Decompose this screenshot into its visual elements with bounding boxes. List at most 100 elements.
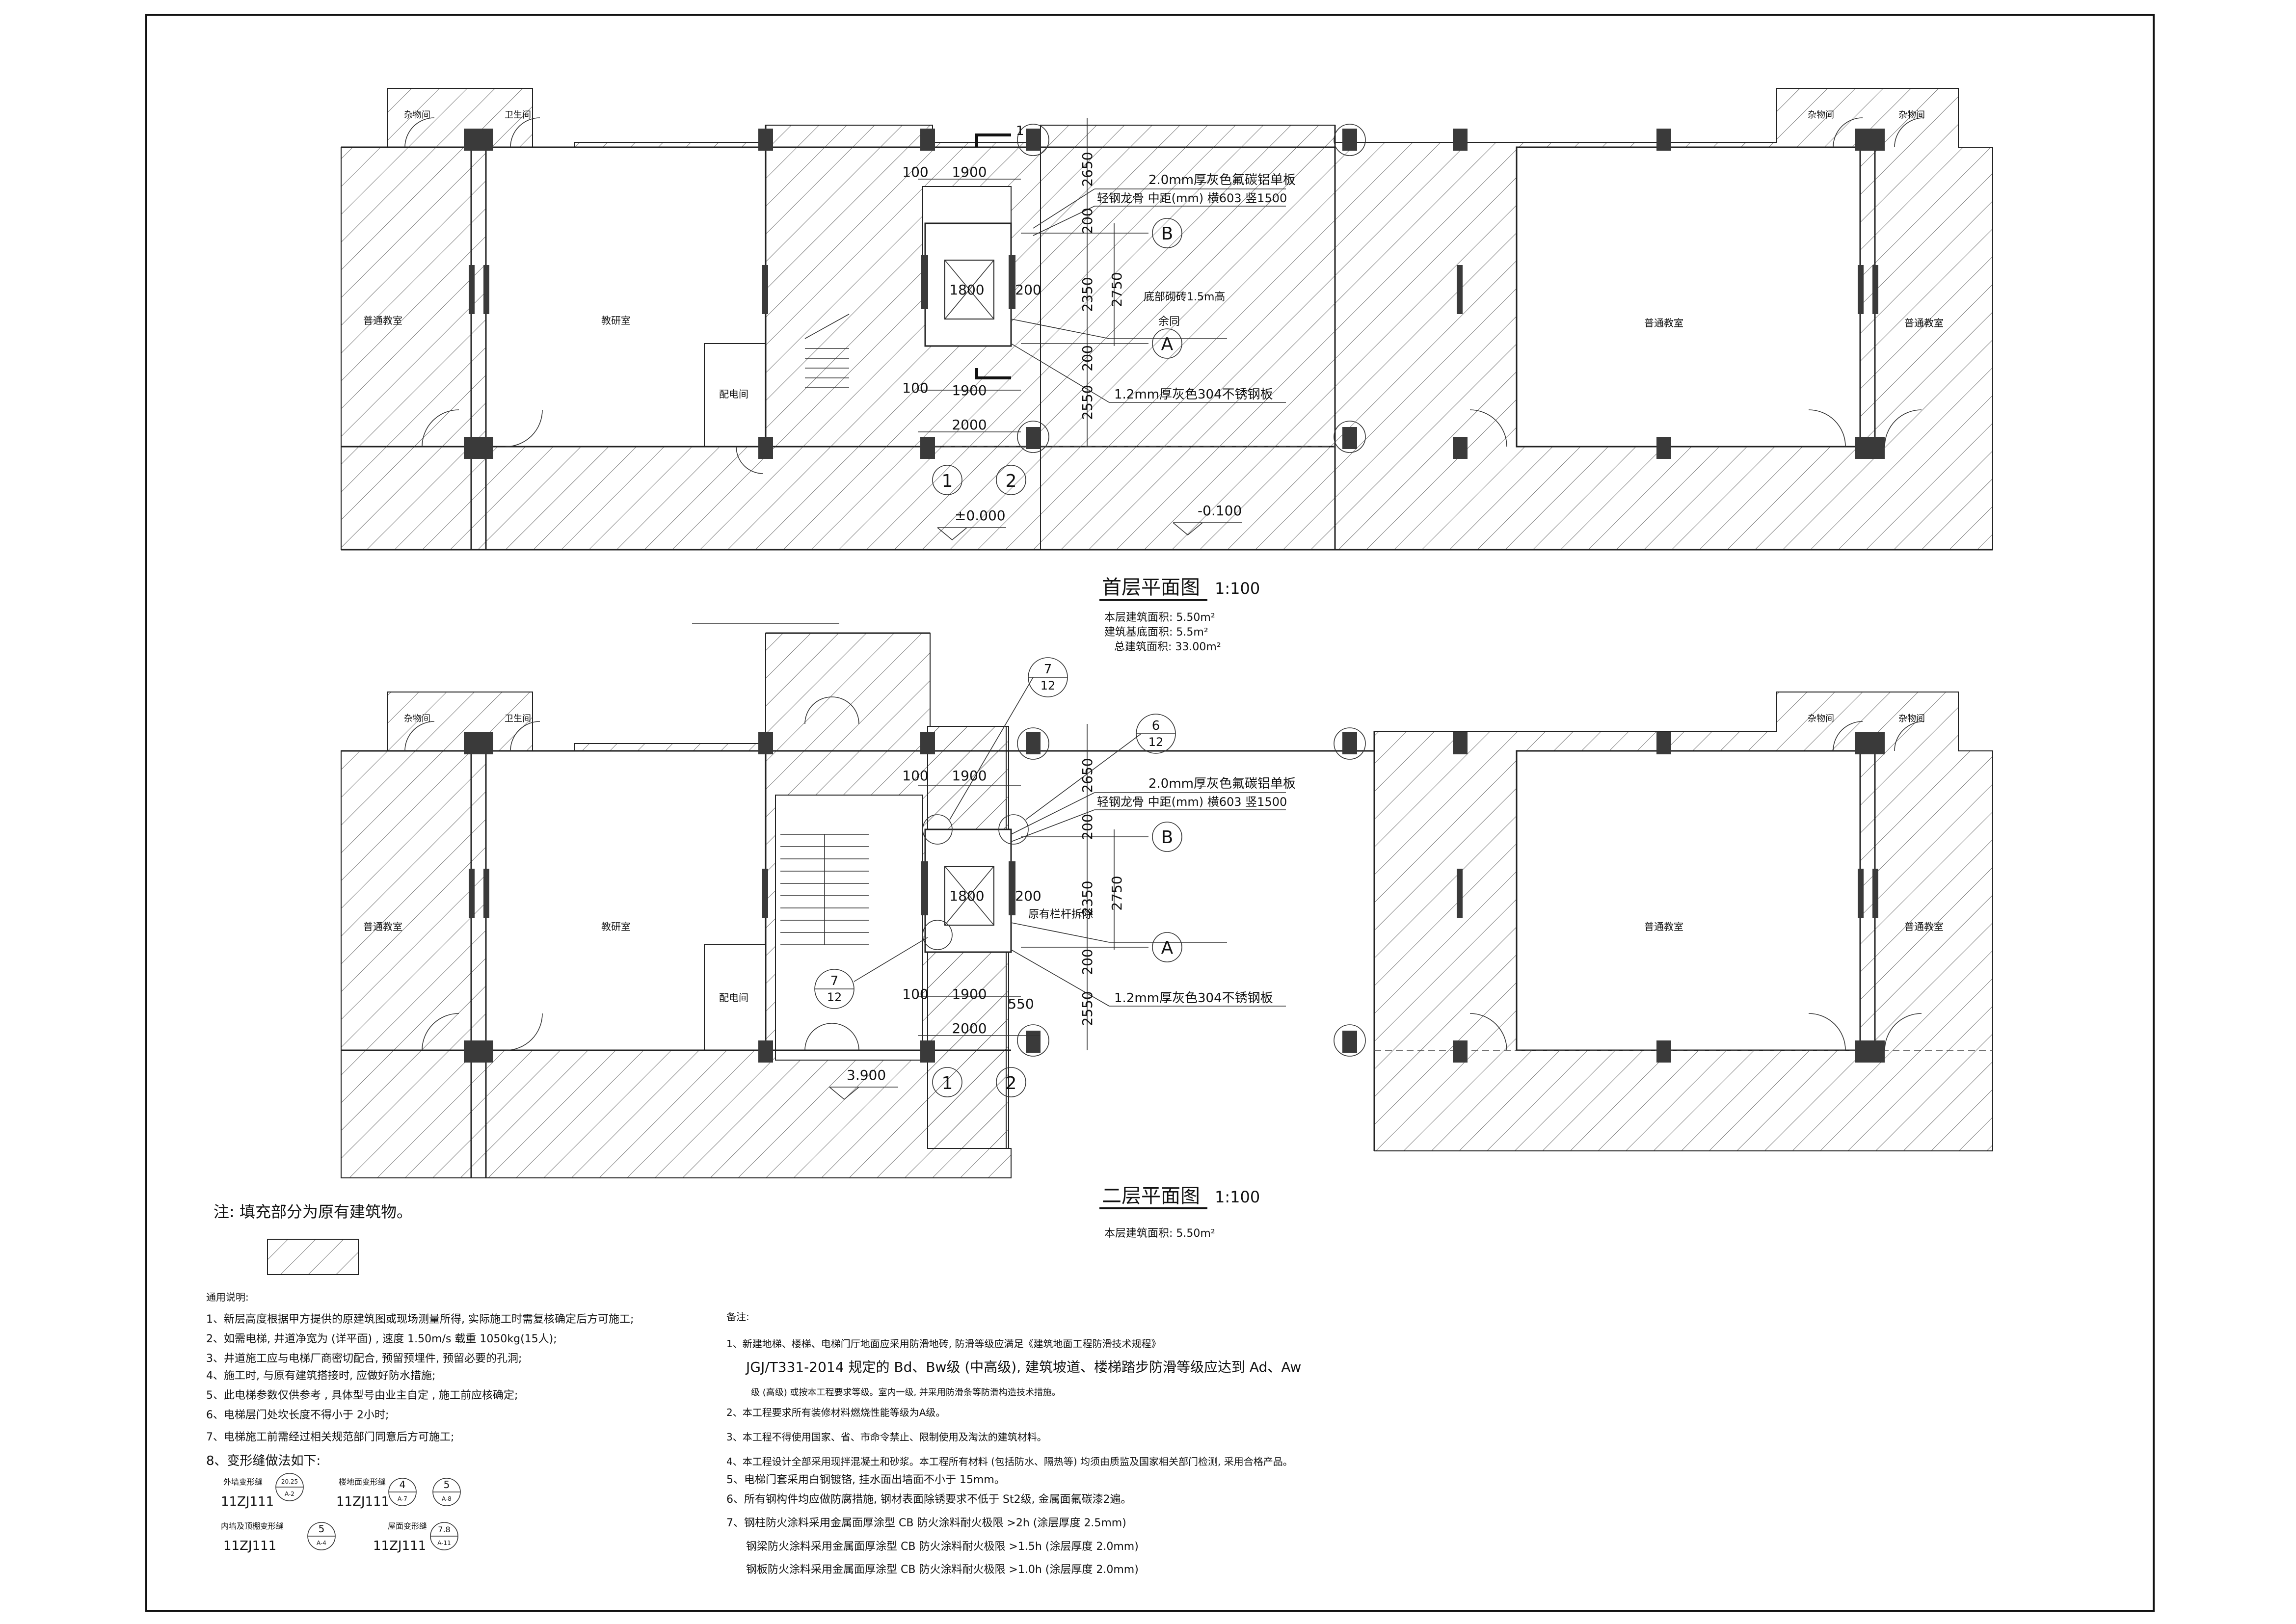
room-label: 普通教室: [1904, 317, 1944, 329]
area-line: 建筑基底面积: 5.5m²: [1104, 626, 1208, 639]
joint-atlas: 11ZJ111: [373, 1539, 426, 1553]
axis-label: 2: [1006, 1073, 1017, 1093]
callout-label: 7: [830, 974, 839, 988]
dim-label: 200: [1015, 282, 1041, 298]
room-label: 普通教室: [363, 921, 402, 932]
dim-label: 2550: [1079, 991, 1095, 1026]
dim-label: 100: [902, 380, 928, 396]
general-item: 4、施工时, 与原有建筑搭接时, 应做好防水措施;: [206, 1370, 435, 1382]
dim-label: 1900: [952, 164, 987, 180]
remark-item: 6、所有钢构件均应做防腐措施, 钢材表面除锈要求不低于 St2级, 金属面氟碳漆…: [726, 1493, 1132, 1506]
room-classroom-right: [1516, 146, 1861, 448]
dim-label: 2650: [1079, 152, 1095, 186]
dim-label: 200: [1079, 345, 1095, 371]
dim-label: 200: [1079, 949, 1095, 975]
remark-item: 5、电梯门套采用白钢镀铬, 挂水面出墙面不小于 15mm。: [726, 1474, 1005, 1486]
columns-plan1: [464, 129, 1885, 459]
dim-label: 1800: [949, 282, 984, 298]
axis-label: B: [1161, 224, 1174, 244]
callout-label: 12: [827, 990, 842, 1004]
plan-scale: 1:100: [1215, 1188, 1260, 1206]
general-item: 7、电梯施工前需经过相关规范部门同意后方可施工;: [206, 1431, 454, 1443]
joint-label: 屋面变形缝: [388, 1521, 427, 1531]
section-mark: 1: [1016, 124, 1024, 138]
dim-label: 200: [1079, 814, 1095, 840]
remark-item: 钢梁防火涂料采用金属面厚涂型 CB 防火涂料耐火极限 >1.5h (涂层厚度 2…: [746, 1541, 1139, 1553]
axis-label: A: [1161, 938, 1174, 958]
remark-item: 3、本工程不得使用国家、省、市命令禁止、限制使用及淘汰的建筑材料。: [726, 1431, 1047, 1443]
general-item: 5、此电梯参数仅供参考 , 具体型号由业主自定 , 施工前应核确定;: [206, 1389, 518, 1402]
dim-label: 100: [902, 768, 928, 784]
joint-ref: A-7: [398, 1495, 407, 1502]
room-label: 杂物间: [404, 714, 430, 724]
elevation-label: -0.100: [1198, 503, 1242, 519]
area-line: 总建筑面积: 33.00m²: [1114, 641, 1221, 653]
joint-ref: A-8: [442, 1495, 452, 1502]
remark-item: 7、钢柱防火涂料采用金属面厚涂型 CB 防火涂料耐火极限 >2h (涂层厚度 2…: [726, 1517, 1126, 1529]
room-label: 卫生间: [505, 714, 531, 724]
remark-item: 2、本工程要求所有装修材料燃烧性能等级为A级。: [726, 1407, 945, 1418]
material-note: 2.0mm厚灰色氟碳铝单板: [1148, 173, 1296, 187]
outer-frame: [145, 14, 2155, 1612]
stair-hall-2: [775, 795, 923, 1061]
axis-label: A: [1161, 334, 1174, 354]
joint-atlas: 11ZJ111: [336, 1494, 389, 1509]
plan-scale: 1:100: [1215, 579, 1260, 598]
dim-label: 2350: [1079, 880, 1095, 915]
dim-label: 200: [1015, 888, 1041, 904]
room-label: 配电间: [719, 992, 748, 1004]
joint-ref: 5: [319, 1523, 325, 1535]
room-label: 卫生间: [505, 110, 531, 120]
general-item: 2、如需电梯, 井道净宽为 (详平面) , 速度 1.50m/s 载重 1050…: [206, 1333, 557, 1345]
room-label: 配电间: [719, 388, 748, 400]
material-note: 2.0mm厚灰色氟碳铝单板: [1148, 776, 1296, 791]
joint-atlas: 11ZJ111: [221, 1494, 274, 1509]
dim-label: 2750: [1109, 876, 1125, 910]
room-label: 杂物间: [1808, 110, 1834, 120]
room-electric: [704, 343, 766, 447]
dim-label: 2000: [952, 417, 987, 433]
dim-label: 1900: [952, 382, 987, 399]
columns-plan2: [464, 732, 1885, 1063]
joint-atlas: 11ZJ111: [223, 1539, 276, 1553]
joint-label: 楼地面变形缝: [339, 1477, 386, 1487]
remarks-title: 备注:: [726, 1311, 749, 1323]
remark-item: 4、本工程设计全部采用现拌混凝土和砂浆。本工程所有材料 (包括防水、隔热等) 均…: [726, 1456, 1293, 1467]
axis-label: 1: [942, 471, 953, 491]
plan-title: 二层平面图: [1102, 1185, 1200, 1207]
material-note: 1.2mm厚灰色304不锈钢板: [1114, 991, 1273, 1006]
room-label: 普通教室: [363, 315, 402, 326]
plan-title: 首层平面图: [1102, 576, 1200, 599]
room-label: 杂物间: [404, 110, 430, 120]
area-line: 本层建筑面积: 5.50m²: [1104, 1227, 1215, 1240]
dim-label: 100: [902, 164, 928, 180]
legend-note: 注: 填充部分为原有建筑物。: [214, 1202, 412, 1221]
material-note: 轻钢龙骨 中距(mm) 横603 竖1500: [1097, 795, 1287, 809]
room-label: 杂物间: [1898, 714, 1925, 724]
area-line: 本层建筑面积: 5.50m²: [1104, 612, 1215, 624]
room-label: 杂物间: [1808, 714, 1834, 724]
elevation-label: 3.900: [847, 1067, 886, 1083]
remark-item: JGJ/T331-2014 规定的 Bd、Bw级 (中高级), 建筑坡道、楼梯踏…: [745, 1359, 1301, 1375]
dim-label: 1800: [949, 888, 984, 904]
joint-symbols: [275, 1473, 461, 1550]
joint-label: 内墙及顶棚变形缝: [221, 1521, 284, 1531]
dim-label: 2350: [1079, 277, 1095, 312]
joint-ref: A-4: [317, 1540, 326, 1546]
room-label: 普通教室: [1644, 921, 1683, 932]
material-note: 余同: [1158, 316, 1180, 328]
material-note: 原有栏杆拆除: [1028, 908, 1093, 921]
elevator-shaft-1: [924, 222, 1012, 347]
joint-label: 外墙变形缝: [223, 1477, 263, 1487]
shaft-strip: [1040, 125, 1335, 550]
plan-second-floor: [341, 623, 1993, 1178]
general-item: 3、井道施工应与电梯厂商密切配合, 预留预埋件, 预留必要的孔洞;: [206, 1353, 522, 1365]
axis-label: 2: [1006, 471, 1017, 491]
callout-label: 12: [1041, 679, 1056, 692]
dim-label: 2750: [1109, 272, 1125, 307]
room-label: 普通教室: [1904, 921, 1944, 932]
remark-item: 钢板防火涂料采用金属面厚涂型 CB 防火涂料耐火极限 >1.0h (涂层厚度 2…: [746, 1564, 1139, 1576]
material-note: 1.2mm厚灰色304不锈钢板: [1114, 387, 1273, 402]
joint-ref: A-11: [437, 1540, 451, 1546]
